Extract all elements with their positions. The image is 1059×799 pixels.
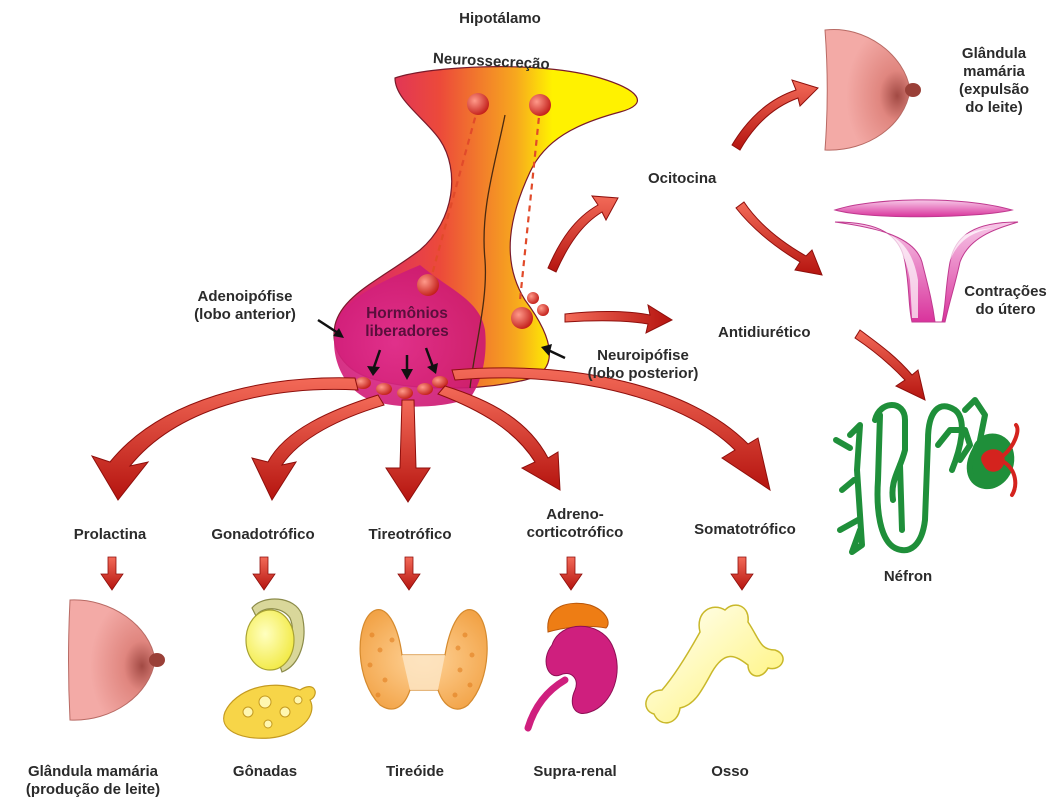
hypothalamus-label: Hipotálamo	[440, 10, 560, 28]
mammary-ejection-line3: (expulsão	[930, 81, 1058, 99]
gonadotrophic-label: Gonadotrófico	[188, 526, 338, 544]
uterus-label: Contrações do útero	[952, 283, 1059, 319]
releasing-hormones-line1: Hormônios	[346, 305, 468, 323]
thyroid-label: Tireóide	[360, 763, 470, 781]
nephron-text: Néfron	[884, 568, 932, 585]
anterior-pituitary-sub: (lobo anterior)	[170, 306, 320, 324]
hypothalamus-title: Hipotálamo	[459, 10, 541, 27]
adrenocorticotrophic-name-line2: corticotrófico	[500, 524, 650, 542]
mammary-ejection-line1: Glândula	[930, 45, 1058, 63]
somatotrophic-name: Somatotrófico	[670, 521, 820, 539]
target-arrows	[101, 557, 753, 590]
somatotrophic-label: Somatotrófico	[670, 521, 820, 539]
anterior-pituitary-label: Adenoipófise (lobo anterior)	[170, 288, 320, 324]
thyroid-image	[360, 610, 487, 709]
mammary-production-line1: Glândula mamária	[0, 763, 186, 781]
thyroid-text: Tireóide	[360, 763, 470, 781]
prolactin-name: Prolactina	[40, 526, 180, 544]
posterior-pituitary-sub: (lobo posterior)	[568, 365, 718, 383]
adrenocorticotrophic-name-line1: Adreno-	[500, 506, 650, 524]
releasing-hormones-line2: liberadores	[346, 323, 468, 341]
uterus-line2: do útero	[952, 301, 1059, 319]
gonads-label: Gônadas	[210, 763, 320, 781]
thyrotrophic-label: Tireotrófico	[340, 526, 480, 544]
adrenal-label: Supra-renal	[510, 763, 640, 781]
gonads-image	[224, 599, 316, 738]
anterior-pituitary-name: Adenoipófise	[170, 288, 320, 306]
gonads-text: Gônadas	[210, 763, 320, 781]
nephron-label: Néfron	[868, 568, 948, 586]
mammary-production-line2: (produção de leite)	[0, 781, 186, 799]
nephron-image	[836, 400, 1011, 552]
antidiuretic-text: Antidiurético	[718, 324, 811, 341]
adrenal-image	[528, 603, 617, 728]
prolactin-label: Prolactina	[40, 526, 180, 544]
oxytocin-text: Ocitocina	[648, 170, 716, 187]
mammary-gland-top-image	[825, 29, 921, 150]
thyrotrophic-name: Tireotrófico	[340, 526, 480, 544]
mammary-ejection-line2: mamária	[930, 63, 1058, 81]
adrenocorticotrophic-label: Adreno- corticotrófico	[500, 506, 650, 542]
uterus-line1: Contrações	[952, 283, 1059, 301]
oxytocin-label: Ocitocina	[648, 170, 716, 188]
bone-image	[646, 605, 783, 723]
antidiuretic-label: Antidiurético	[718, 324, 811, 342]
mammary-gland-bottom-image	[69, 600, 166, 720]
posterior-pituitary-label: Neuroipófise (lobo posterior)	[568, 347, 718, 383]
posterior-pituitary-name: Neuroipófise	[568, 347, 718, 365]
bone-label: Osso	[690, 763, 770, 781]
gonadotrophic-name: Gonadotrófico	[188, 526, 338, 544]
mammary-ejection-line4: do leite)	[930, 99, 1058, 117]
mammary-production-label: Glândula mamária (produção de leite)	[0, 763, 186, 799]
mammary-ejection-label: Glândula mamária (expulsão do leite)	[930, 45, 1058, 117]
bone-text: Osso	[690, 763, 770, 781]
releasing-hormones-label: Hormônios liberadores	[346, 305, 468, 341]
adrenal-text: Supra-renal	[510, 763, 640, 781]
